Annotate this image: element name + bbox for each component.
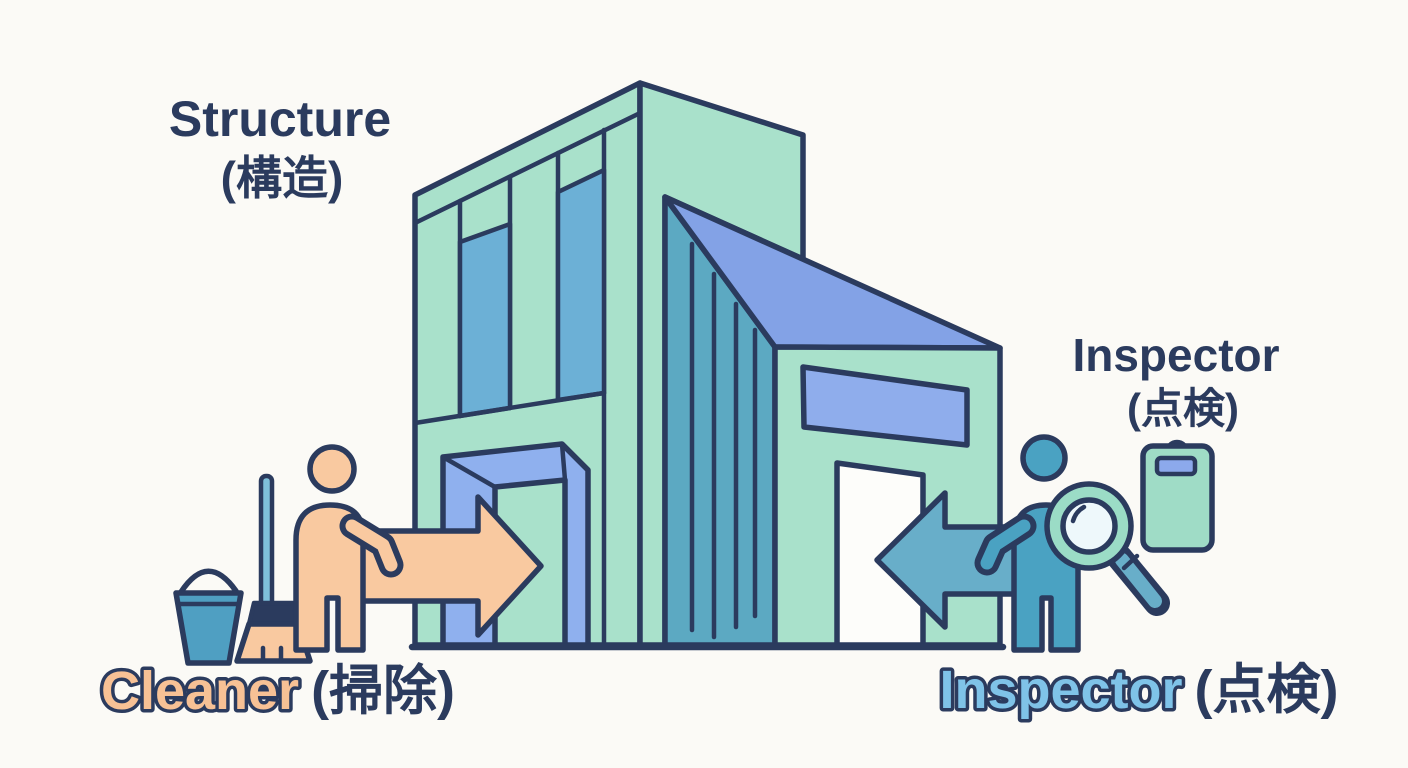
cleaner-caption-en: Cleaner: [101, 661, 299, 721]
inspector-arm: [980, 519, 1031, 570]
facade-division-line: [412, 390, 607, 426]
facade-window: [555, 167, 607, 403]
magnifier-reflection: [1070, 504, 1087, 524]
facade-window: [457, 221, 513, 419]
annex-window: [800, 364, 970, 448]
door-frame-edge: [440, 454, 498, 490]
inspector-caption-ja: (点検): [1195, 660, 1339, 720]
cleaner-arm: [345, 519, 398, 572]
magnifier-lens: [1060, 497, 1118, 555]
broom-cap: [246, 600, 301, 627]
broom-bristles: [234, 621, 313, 664]
bucket-icon: [173, 568, 244, 666]
bucket-body: [173, 590, 244, 666]
arrow-right-icon: [359, 494, 544, 638]
cleaner-caption: Cleaner(掃除): [101, 661, 455, 721]
building-icon: [408, 80, 1007, 651]
structure-label-ja: (構造): [221, 152, 344, 204]
structure-label-en: Structure: [169, 91, 391, 147]
clipboard-clip: [1154, 455, 1198, 477]
clipboard-icon: [1140, 439, 1215, 553]
inspector-head: [1020, 434, 1068, 482]
cleaner-body: [293, 502, 366, 653]
cleaner-head: [307, 444, 357, 494]
inspector-label-en: Inspector: [1072, 329, 1279, 381]
cleaner-person-icon: [293, 444, 404, 653]
bucket-handle: [178, 568, 239, 595]
cleaner-group: [173, 444, 544, 666]
inspector-group: [874, 434, 1215, 653]
inspector-caption: Inspector(点検): [939, 660, 1338, 720]
inspector-label-ja: (点検): [1127, 385, 1239, 432]
door-frame-edge: [559, 441, 568, 483]
broom-bristle-lines: [260, 645, 284, 663]
broom-handle: [258, 473, 275, 611]
magnifying-glass-icon: [1044, 481, 1170, 616]
inspector-caption-en: Inspector: [939, 660, 1182, 720]
broom-icon: [234, 473, 313, 664]
cleaner-caption-ja: (掃除): [311, 661, 455, 721]
magnifier-handle-joint: [1121, 553, 1140, 571]
